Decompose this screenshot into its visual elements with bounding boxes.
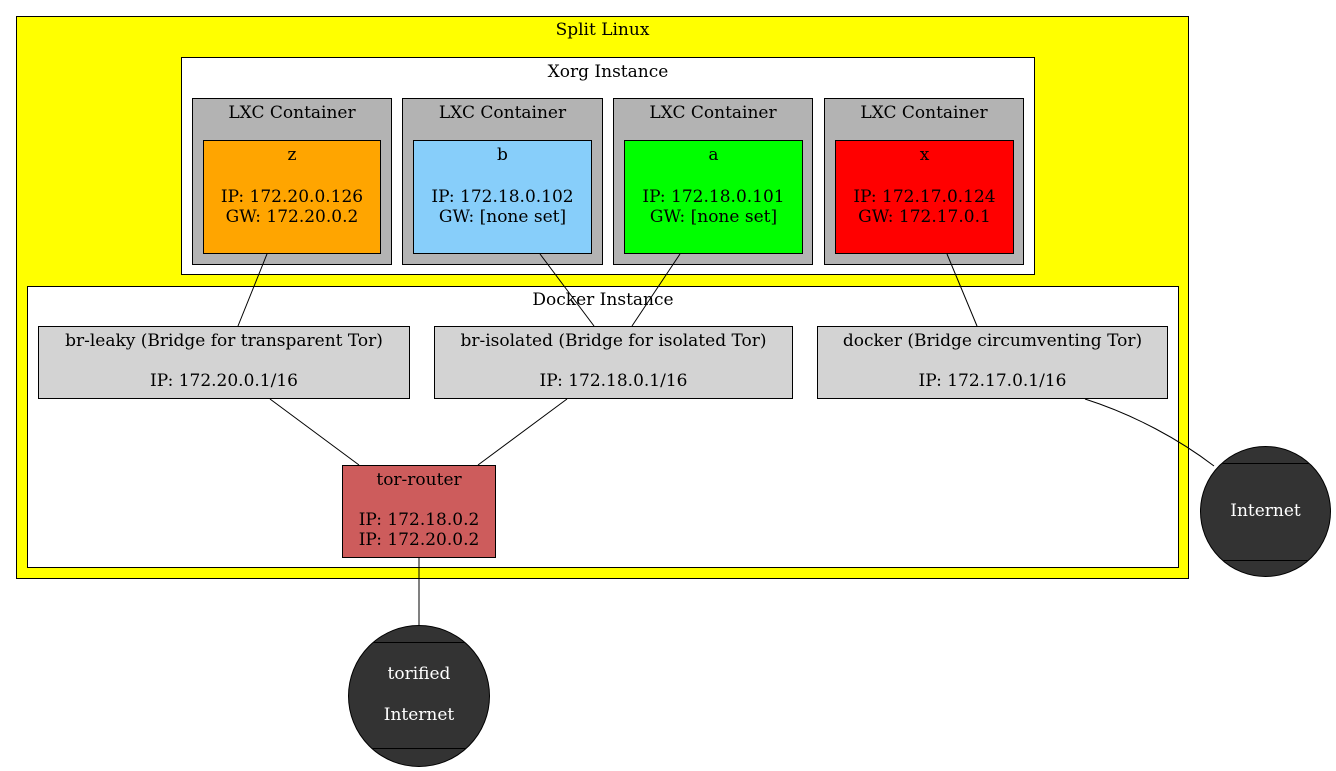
container-ip: IP: 172.17.0.124 — [853, 187, 996, 207]
lxc-container-label: LXC Container — [860, 103, 988, 123]
bridge-ip: IP: 172.20.0.1/16 — [150, 371, 298, 391]
bridge-ip: IP: 172.17.0.1/16 — [918, 371, 1067, 391]
docker-instance-label: Docker Instance — [532, 290, 674, 310]
container-gw: GW: [none set] — [649, 207, 778, 227]
tor-router-ip1: IP: 172.18.0.2 — [358, 510, 480, 530]
container-a: a IP: 172.18.0.101 GW: [none set] — [624, 140, 803, 254]
split-linux-label: Split Linux — [555, 20, 650, 40]
container-b: b IP: 172.18.0.102 GW: [none set] — [413, 140, 592, 254]
bridge-title: br-isolated (Bridge for isolated Tor) — [460, 331, 767, 351]
container-name: x — [919, 145, 930, 165]
bridge-title: br-leaky (Bridge for transparent Tor) — [65, 331, 383, 351]
container-z: z IP: 172.20.0.126 GW: 172.20.0.2 — [203, 140, 381, 254]
container-gw: GW: 172.17.0.1 — [858, 207, 991, 227]
bridge-title: docker (Bridge circumventing Tor) — [842, 331, 1143, 351]
tor-router: tor-router IP: 172.18.0.2 IP: 172.20.0.2 — [342, 465, 496, 558]
tor-router-title: tor-router — [376, 470, 462, 490]
torified-band-top — [349, 642, 489, 643]
lxc-container-label: LXC Container — [438, 103, 567, 123]
bridge-docker: docker (Bridge circumventing Tor) IP: 17… — [817, 326, 1168, 399]
bridge-isolated: br-isolated (Bridge for isolated Tor) IP… — [434, 326, 793, 399]
torified-label-line2: Internet — [383, 705, 455, 725]
internet-node: Internet — [1200, 446, 1331, 577]
internet-label: Internet — [1230, 501, 1301, 521]
container-x: x IP: 172.17.0.124 GW: 172.17.0.1 — [835, 140, 1014, 254]
torified-internet-node: torified Internet — [348, 625, 490, 767]
internet-band-top — [1201, 463, 1330, 464]
lxc-container-label: LXC Container — [649, 103, 777, 123]
container-gw: GW: [none set] — [438, 207, 567, 227]
xorg-instance-label: Xorg Instance — [547, 62, 669, 82]
lxc-container-label: LXC Container — [228, 103, 356, 123]
container-ip: IP: 172.20.0.126 — [220, 187, 364, 207]
torified-band-bottom — [349, 748, 489, 749]
container-name: b — [497, 145, 508, 165]
container-name: z — [287, 145, 297, 165]
tor-router-ip2: IP: 172.20.0.2 — [358, 530, 480, 550]
bridge-ip: IP: 172.18.0.1/16 — [539, 371, 688, 391]
internet-band-bottom — [1201, 560, 1330, 561]
torified-label-line1: torified — [387, 664, 451, 684]
container-ip: IP: 172.18.0.102 — [431, 187, 574, 207]
container-gw: GW: 172.20.0.2 — [225, 207, 359, 227]
container-ip: IP: 172.18.0.101 — [642, 187, 785, 207]
container-name: a — [708, 145, 719, 165]
bridge-leaky: br-leaky (Bridge for transparent Tor) IP… — [38, 326, 410, 399]
